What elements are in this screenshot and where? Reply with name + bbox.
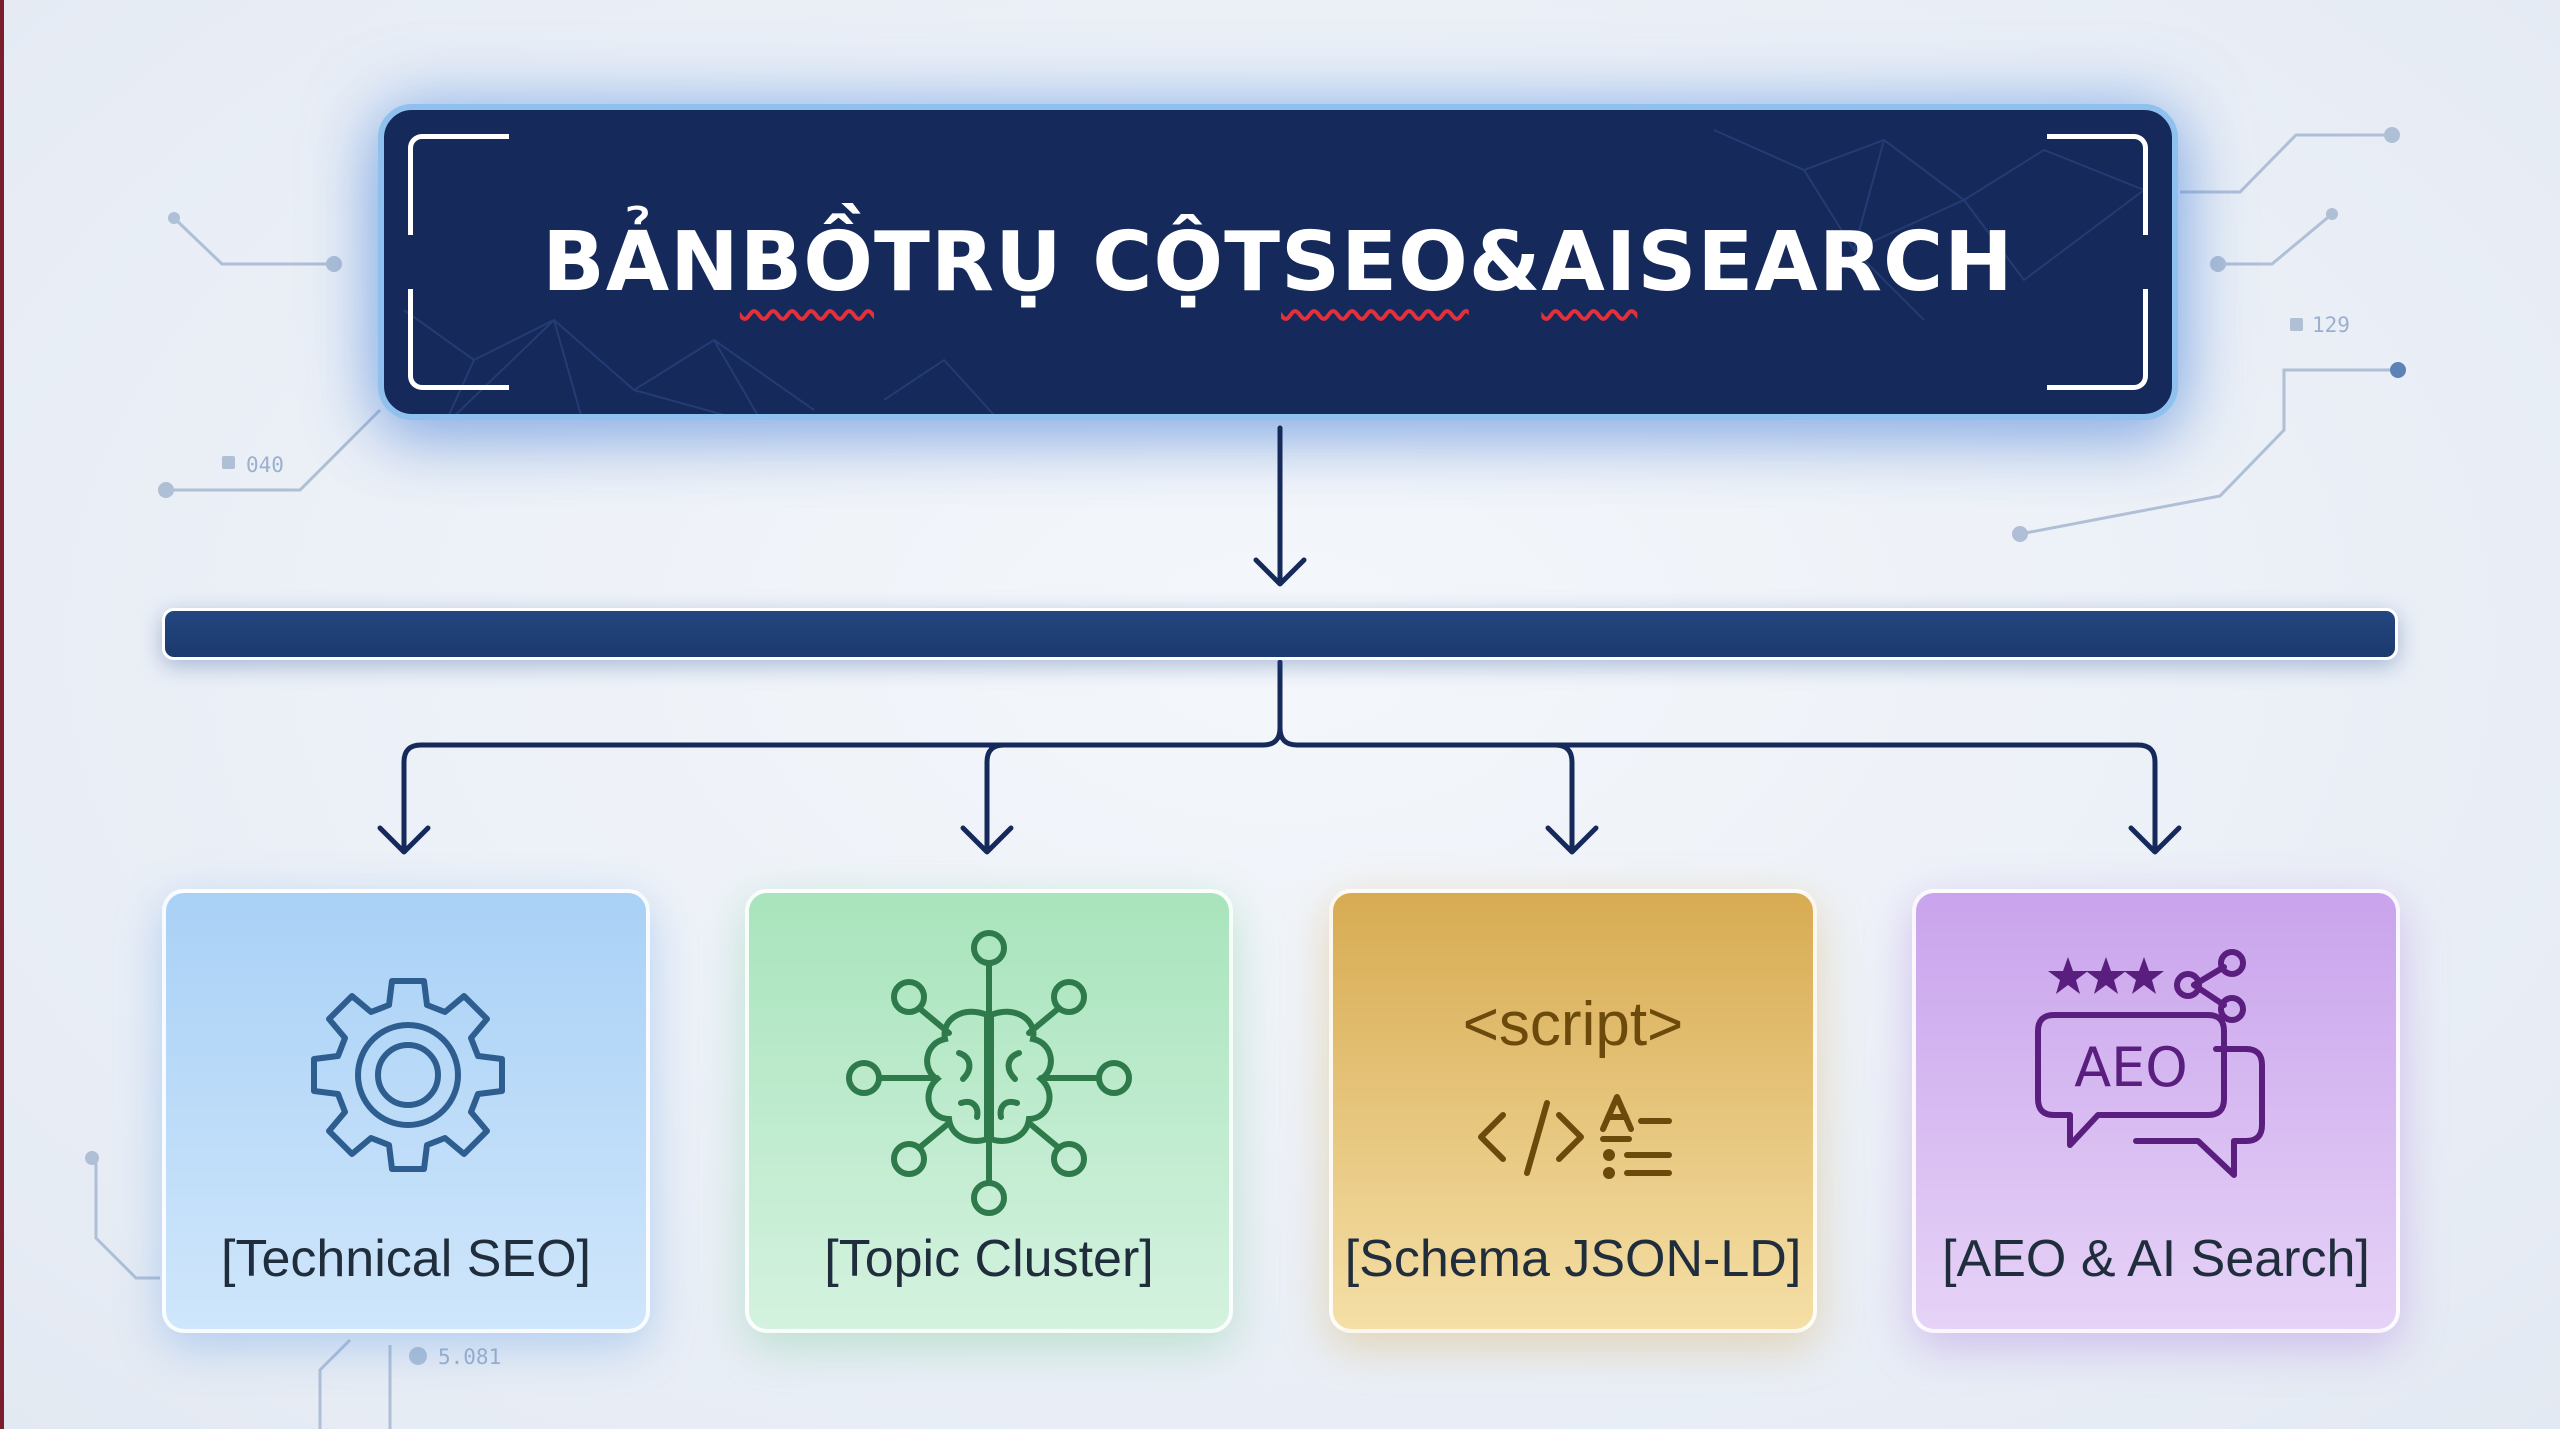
pillar-bar [162,608,2398,660]
branch-right [1277,725,2158,853]
deco-label-left: 040 [246,453,284,477]
pillar-card-technical-seo: [Technical SEO] [162,889,650,1333]
arrowhead-topic [960,825,1014,855]
code-schema-icon [1478,1094,1672,1179]
corner-bracket-bottom-left [408,289,509,390]
gear-icon [311,978,505,1172]
branch-schema [1552,742,1575,853]
title-part-3: & [1468,214,1542,310]
mesh-texture [403,129,2145,414]
pillar-card-topic-cluster: [Topic Cluster] [745,889,1233,1333]
deco-label-right: 129 [2312,313,2350,337]
deco-label-bottom: 5.081 [438,1345,501,1369]
aeo-chat-icon: AEO [2035,949,2265,1178]
corner-bracket-bottom-right [2047,289,2148,390]
corner-bracket-top-left [408,134,509,235]
arrowhead-schema [1545,825,1599,855]
title-word-seo: SEO [1281,214,1469,310]
title-part-1: BẢN [542,214,740,310]
script-tag-text: <script> [1462,990,1684,1059]
title-part-2: TRỤ CỘT [874,214,1282,310]
pillar-card-schema-json-ld: <script> [Schema JSON-LD] [1329,889,1817,1333]
aeo-badge-text: AEO [2074,1036,2188,1099]
pillar-label-schema-json-ld: [Schema JSON-LD] [1344,1230,1802,1288]
branch-left [401,659,1283,853]
pillar-label-technical-seo: [Technical SEO] [221,1230,591,1288]
star-rating-icon [2048,957,2164,994]
title-word-ai: AI [1541,214,1638,310]
brain-network-icon [846,930,1132,1216]
title-part-4: SEARCH [1637,214,2014,310]
diagram-title: BẢN BỒ TRỤ CỘT SEO & AI SEARCH [384,110,2172,414]
pillar-label-topic-cluster: [Topic Cluster] [824,1230,1154,1288]
corner-bracket-top-right [2047,134,2148,235]
share-icon [2174,949,2246,1023]
title-box: BẢN BỒ TRỤ CỘT SEO & AI SEARCH [378,104,2178,420]
title-word-bo: BỒ [739,214,874,310]
arrowhead-aeo [2128,825,2182,855]
pillar-card-aeo-ai-search: AEO [AEO & AI Search] [1912,889,2400,1333]
left-edge-accent [0,0,4,1429]
pillar-label-aeo-ai-search: [AEO & AI Search] [1942,1230,2370,1288]
branch-topic [984,742,1007,853]
title-to-bar-arrowhead [1253,557,1307,587]
arrowhead-technical [377,825,431,855]
